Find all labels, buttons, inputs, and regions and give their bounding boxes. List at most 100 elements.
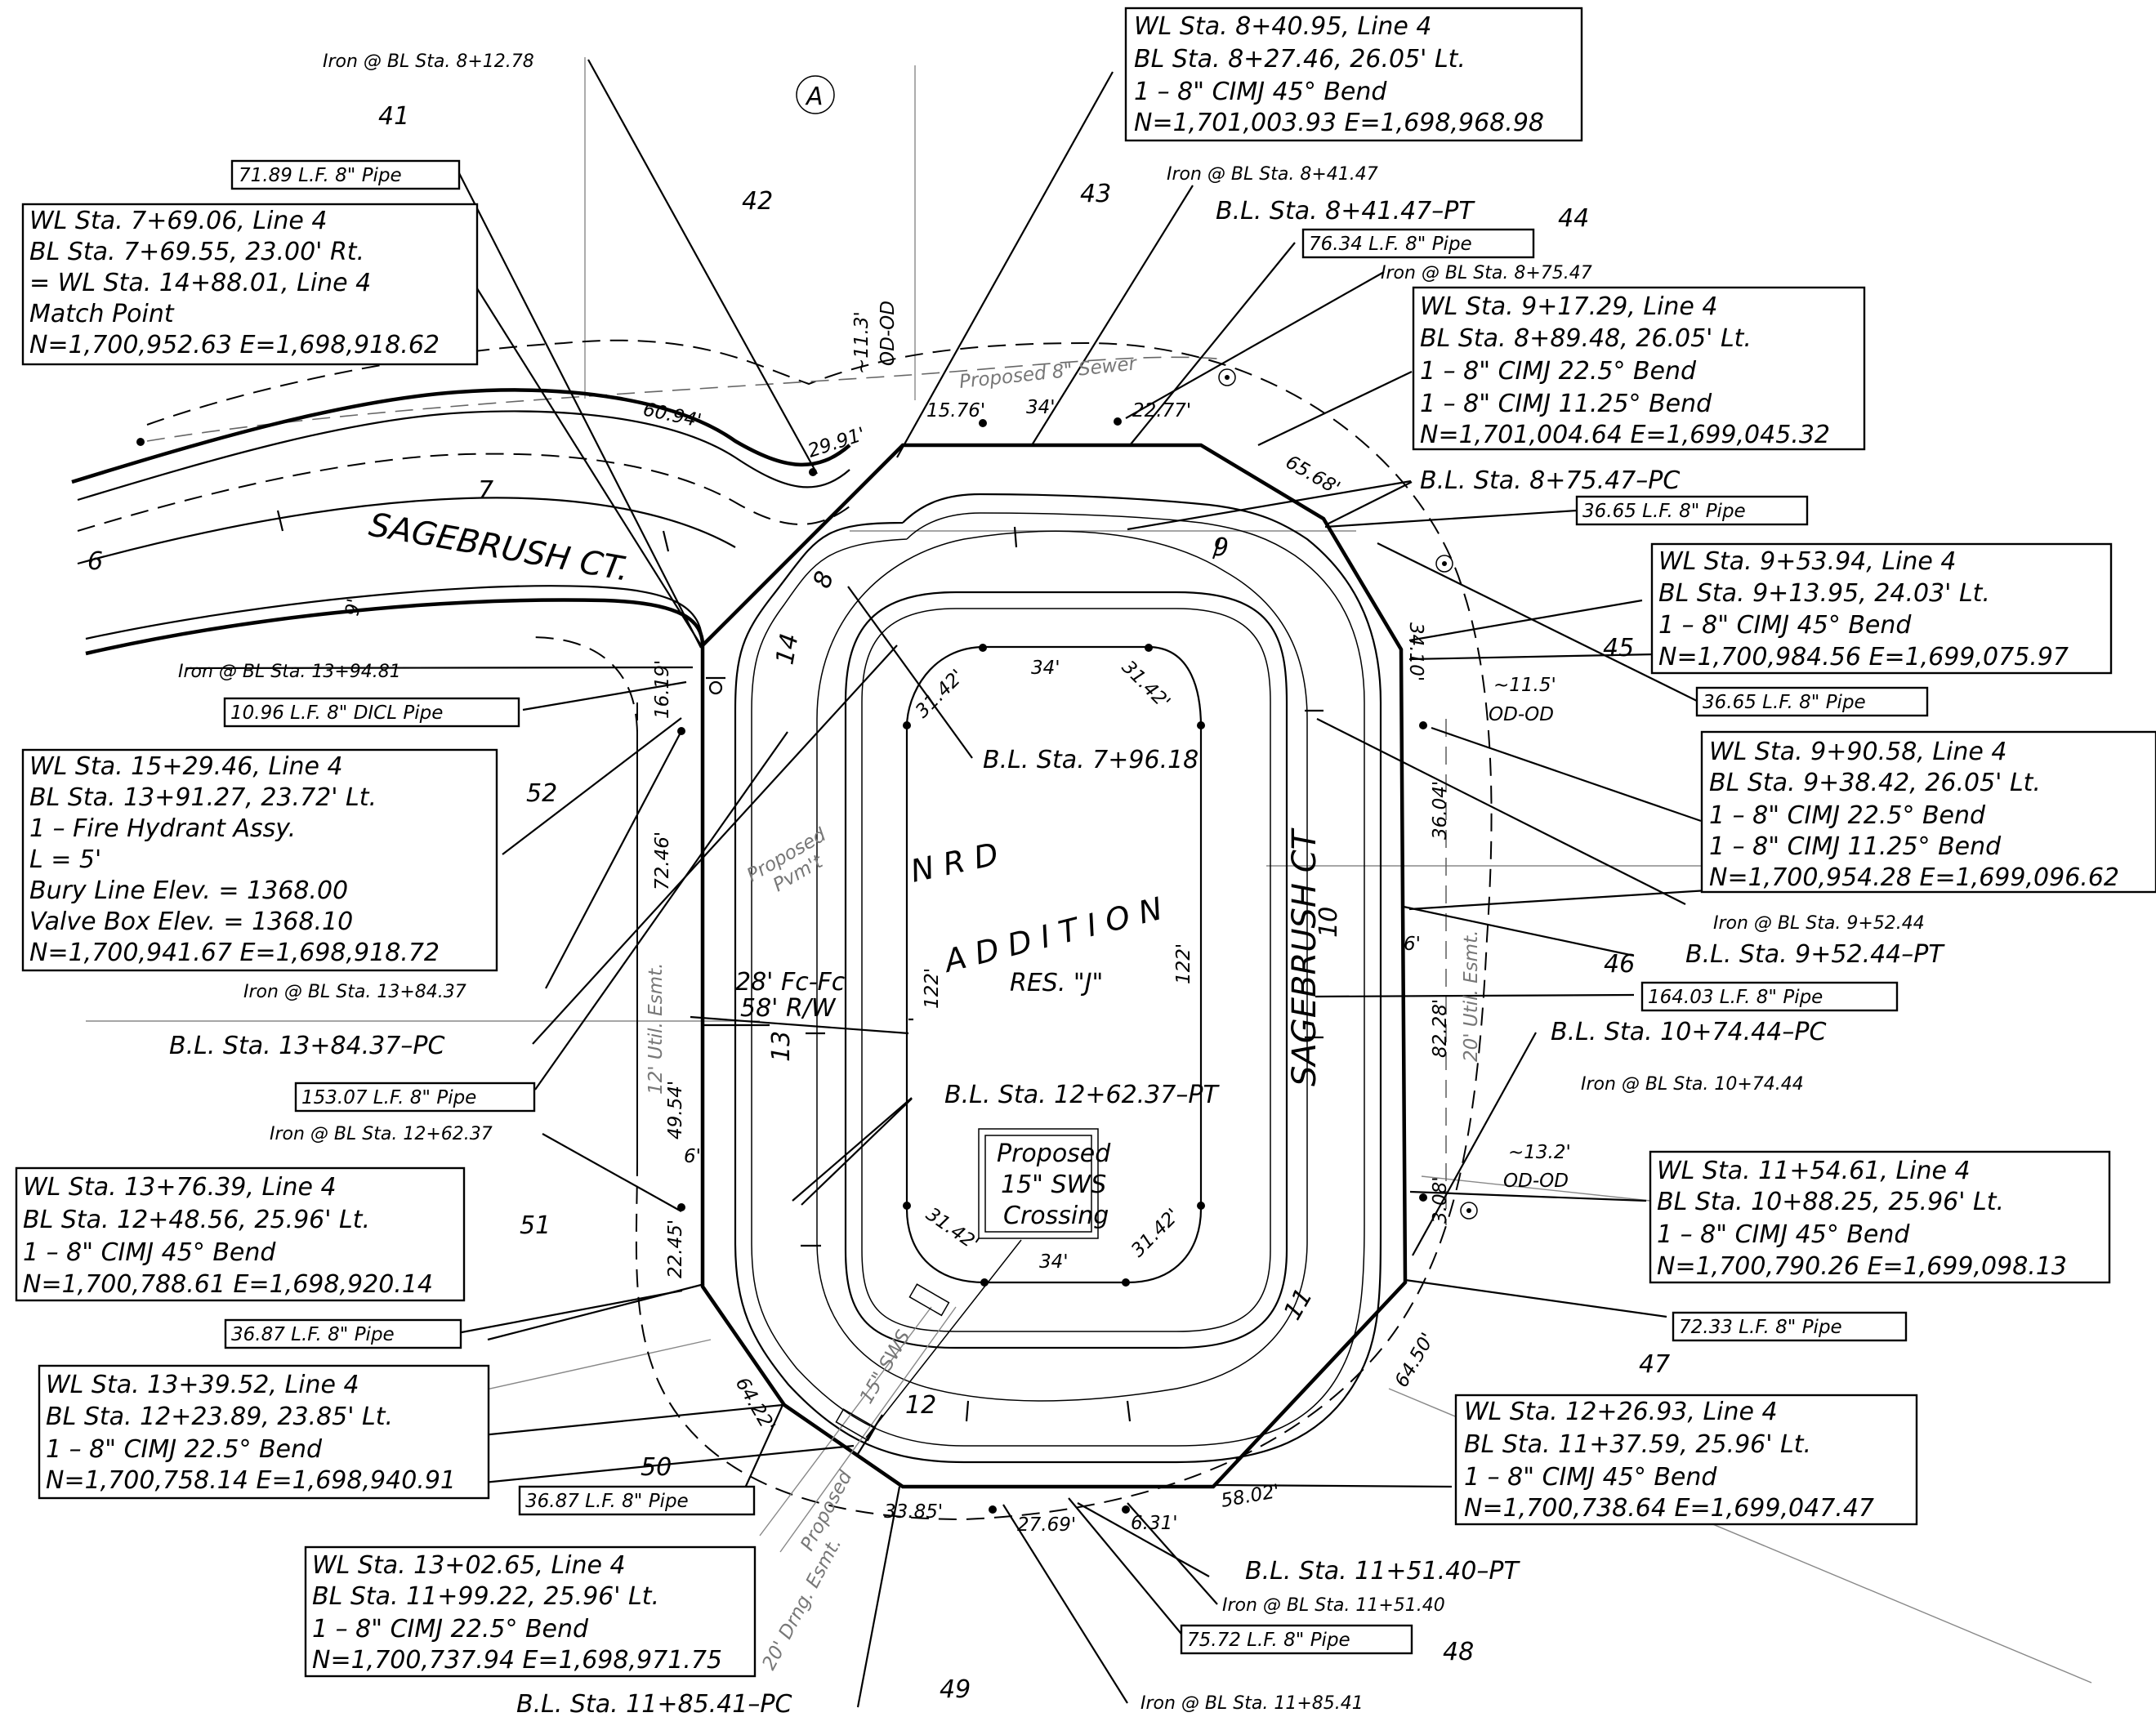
pipe-p3: 36.65 L.F. 8" Pipe [1582,501,1746,522]
dim-7246: 72.46' [652,832,673,890]
station-13: 13 [767,1031,796,1062]
fc-fc: 28' Fc-Fc [735,968,846,997]
c9-line1: WL Sta. 13+39.52, Line 4 [46,1371,359,1399]
odod-n: OD-OD [877,301,899,366]
lot-48: 48 [1443,1638,1474,1666]
dim-122-left: 122' [922,968,943,1009]
c2-line1: WL Sta. 7+69.06, Line 4 [29,207,328,235]
dim-2769: 27.69' [1017,1514,1076,1536]
iron-84147: Iron @ BL Sta. 8+41.47 [1167,164,1378,185]
dim-8228: 82.28' [1430,999,1451,1058]
iron-118541: Iron @ BL Sta. 11+85.41 [1140,1693,1364,1714]
station-8: 8 [808,568,840,592]
station-14: 14 [770,631,804,667]
iron-126237: Iron @ BL Sta. 12+62.37 [270,1124,493,1144]
iron-87547: Iron @ BL Sta. 8+75.47 [1381,263,1592,283]
dim-6568: 65.68' [1282,452,1344,500]
c7-line1: WL Sta. 11+54.61, Line 4 [1657,1157,1971,1185]
odod-se-value: ~13.2' [1508,1142,1571,1163]
dim-r4: 31.42' [1127,1205,1184,1261]
detail-marker: A [805,83,824,111]
c3-line5: N=1,701,004.64 E=1,699,045.32 [1420,421,1830,449]
pipe-p2: 76.34 L.F. 8" Pipe [1309,234,1472,255]
iron-81278: Iron @ BL Sta. 8+12.78 [323,51,534,72]
sws-box-line3: Crossing [1003,1202,1109,1230]
c2-line4: Match Point [29,300,175,328]
pipe-p7: 153.07 L.F. 8" Pipe [301,1087,476,1108]
c2-line5: N=1,700,952.63 E=1,698,918.62 [29,331,440,359]
addition-line1: N R D [908,836,1002,890]
dim-6-east: 6' [1404,934,1421,955]
linework [71,57,2156,1684]
c6-line7: N=1,700,941.67 E=1,698,918.72 [29,939,440,967]
bl-138437: B.L. Sta. 13+84.37–PC [169,1032,444,1060]
dim-122-right: 122' [1173,943,1194,984]
bl-118541: B.L. Sta. 11+85.41–PC [516,1690,792,1719]
street-name: SAGEBRUSH CT. [366,506,632,589]
bl-79618: B.L. Sta. 7+96.18 [983,746,1199,774]
station-11: 11 [1279,1283,1319,1325]
sws-box-line2: 15" SWS [1001,1171,1106,1199]
c4-line1: WL Sta. 9+53.94, Line 4 [1658,547,1957,576]
pipe-p6: 164.03 L.F. 8" Pipe [1648,987,1823,1008]
c1-line1: WL Sta. 8+40.95, Line 4 [1134,12,1432,41]
row-width: 58' R/W [740,994,837,1023]
c4-line2: BL Sta. 9+13.95, 24.03' Lt. [1658,579,1990,608]
c1-line3: 1 – 8" CIMJ 45° Bend [1134,78,1387,106]
station-12: 12 [905,1391,936,1420]
c5-line4: 1 – 8" CIMJ 11.25° Bend [1709,832,2002,861]
c1-line4: N=1,701,003.93 E=1,698,968.98 [1134,109,1544,137]
c8-line4: N=1,700,788.61 E=1,698,920.14 [23,1270,433,1299]
station-9: 9 [1213,533,1229,562]
c9-line2: BL Sta. 12+23.89, 23.85' Lt. [46,1403,393,1431]
lot-45: 45 [1603,634,1634,662]
dim-1619: 16.19' [652,660,673,719]
c2-line3: = WL Sta. 14+88.01, Line 4 [29,269,371,297]
c9-line3: 1 – 8" CIMJ 22.5° Bend [46,1435,323,1464]
station-10: 10 [1315,907,1343,938]
c3-line3: 1 – 8" CIMJ 22.5° Bend [1420,357,1697,386]
c10-line2: BL Sta. 11+37.59, 25.96' Lt. [1464,1430,1811,1459]
c11-line2: BL Sta. 11+99.22, 25.96' Lt. [312,1582,659,1611]
station-6: 6 [87,547,103,576]
c8-line1: WL Sta. 13+76.39, Line 4 [23,1173,337,1202]
pipe-p1: 71.89 L.F. 8" Pipe [239,165,402,186]
dim-6450: 64.50' [1391,1329,1440,1391]
lot-47: 47 [1639,1350,1670,1379]
iron-115140: Iron @ BL Sta. 11+51.40 [1222,1595,1445,1616]
dim-r3: 31.42' [922,1204,983,1255]
bl-115140: B.L. Sta. 11+51.40–PT [1245,1557,1520,1586]
sws-box-line1: Proposed [997,1140,1111,1168]
c5-line1: WL Sta. 9+90.58, Line 4 [1709,738,2007,766]
dim-1576: 15.76' [926,400,985,421]
util-esmt-w: 12' Util. Esmt. [645,963,667,1095]
c8-line2: BL Sta. 12+48.56, 25.96' Lt. [23,1206,370,1234]
addition-line2: A D D I T I O N [939,890,1166,979]
dim-3604: 36.04' [1430,781,1451,840]
lot-42: 42 [742,187,773,216]
drng-esmt: 20' Drng. Esmt. [758,1534,846,1673]
c7-line4: N=1,700,790.26 E=1,699,098.13 [1657,1252,2067,1281]
c11-line3: 1 – 8" CIMJ 22.5° Bend [312,1615,589,1643]
c10-line3: 1 – 8" CIMJ 45° Bend [1464,1463,1717,1492]
dim-631: 6.31' [1131,1513,1178,1534]
c2-line2: BL Sta. 7+69.55, 23.00' Rt. [29,238,364,266]
c6-line4: L = 5' [29,845,101,874]
c6-line6: Valve Box Elev. = 1368.10 [29,908,353,936]
bl-95244: B.L. Sta. 9+52.44–PT [1685,940,1945,969]
callout-boxes: WL Sta. 8+40.95, Line 4 BL Sta. 8+27.46,… [15,7,2156,1678]
dim-6094: 60.94' [641,399,703,431]
c6-line3: 1 – Fire Hydrant Assy. [29,814,296,843]
dim-308: 3.08' [1430,1176,1451,1224]
c5-line3: 1 – 8" CIMJ 22.5° Bend [1709,801,1986,830]
dim-3410: 34.10' [1405,622,1426,681]
pipe-p9: 72.33 L.F. 8" Pipe [1679,1317,1842,1338]
street-name-east: SAGEBRUSH CT [1286,827,1324,1086]
dim-6422: 64.22' [731,1374,779,1436]
pipe-p4: 36.65 L.F. 8" Pipe [1703,692,1866,713]
odod-e-value: ~11.5' [1493,675,1556,696]
dim-6-west: 6' [684,1146,701,1167]
dim-r2: 31.42' [1118,657,1174,713]
odod-n-value: ~11.3' [851,311,873,374]
odod-se: OD-OD [1503,1171,1569,1192]
